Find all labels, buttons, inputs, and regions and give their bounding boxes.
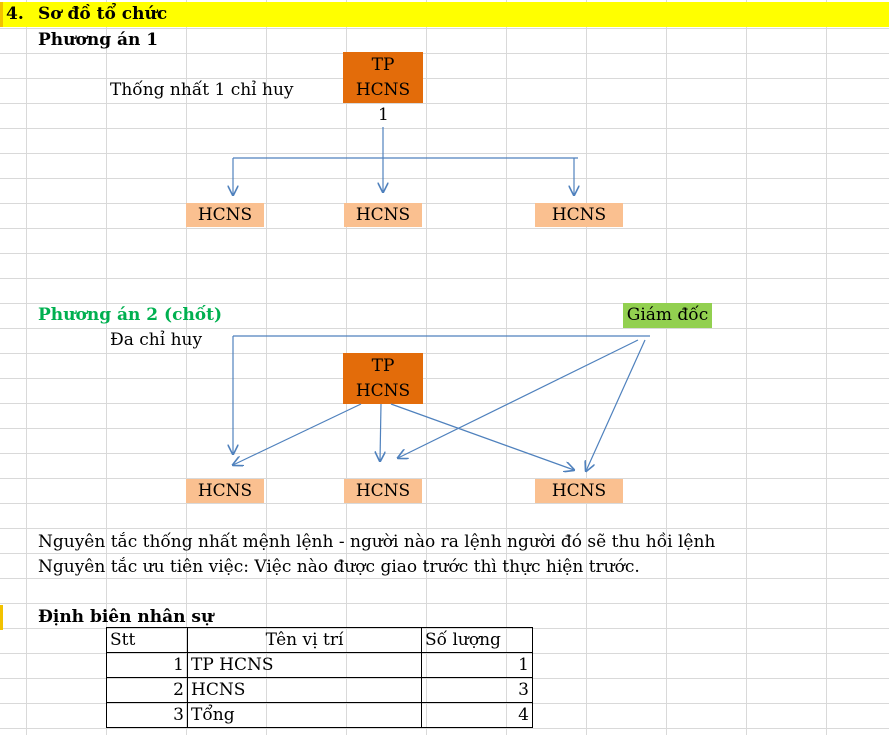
option2-child-box[interactable]: HCNS xyxy=(344,479,422,503)
table-cell: 4 xyxy=(421,702,533,728)
connector-arrow xyxy=(586,339,646,471)
connector-arrow xyxy=(398,339,639,458)
connector-arrow xyxy=(380,403,381,461)
option1-head-box[interactable]: TP HCNS xyxy=(343,52,423,103)
option1-child-box[interactable]: HCNS xyxy=(344,203,422,227)
option2-heading: Phương án 2 (chốt) xyxy=(38,305,223,325)
option1-child-box[interactable]: HCNS xyxy=(186,203,264,227)
connector-arrow xyxy=(390,403,574,470)
option1-heading: Phương án 1 xyxy=(38,30,159,50)
table-cell: TP HCNS xyxy=(187,652,422,678)
head-box-line: HCNS xyxy=(355,380,411,401)
staffing-table: Stt Tên vị trí Số lượng 1 TP HCNS 1 2 HC… xyxy=(106,627,533,728)
head-box-line: TP xyxy=(371,355,395,376)
row-selection-marker xyxy=(0,2,3,27)
table-row: 3 Tổng 4 xyxy=(106,702,533,728)
principle-line: Nguyên tắc thống nhất mệnh lệnh - người … xyxy=(38,532,716,552)
option1-child-box[interactable]: HCNS xyxy=(535,203,623,227)
staffing-heading: Định biên nhân sự xyxy=(38,607,214,627)
option2-head-box[interactable]: TP HCNS xyxy=(343,353,423,404)
section-number: 4. xyxy=(6,4,24,24)
header-cell: Số lượng xyxy=(421,627,533,653)
table-cell: Tổng xyxy=(187,702,422,728)
row-selection-marker xyxy=(0,605,3,630)
table-cell: 2 xyxy=(106,677,188,703)
header-cell: Tên vị trí xyxy=(187,627,422,653)
table-cell: 3 xyxy=(106,702,188,728)
option1-label: Thống nhất 1 chỉ huy xyxy=(110,80,294,100)
header-cell: Stt xyxy=(106,627,188,653)
director-box[interactable]: Giám đốc xyxy=(623,303,712,328)
table-cell: 3 xyxy=(421,677,533,703)
table-cell: 1 xyxy=(421,652,533,678)
head-box-line: TP xyxy=(371,54,395,75)
principle-line: Nguyên tắc ưu tiên việc: Việc nào được g… xyxy=(38,557,640,577)
option2-child-box[interactable]: HCNS xyxy=(186,479,264,503)
section-title-bar[interactable] xyxy=(0,2,889,27)
connector-arrow xyxy=(233,403,362,465)
section-title: Sơ đồ tổ chức xyxy=(38,4,168,24)
option1-head-count: 1 xyxy=(378,105,389,125)
table-cell: HCNS xyxy=(187,677,422,703)
table-row: 1 TP HCNS 1 xyxy=(106,652,533,678)
option2-label: Đa chỉ huy xyxy=(110,330,203,350)
table-row: 2 HCNS 3 xyxy=(106,677,533,703)
table-cell: 1 xyxy=(106,652,188,678)
head-box-line: HCNS xyxy=(355,79,411,100)
table-header-row: Stt Tên vị trí Số lượng xyxy=(106,627,533,653)
option2-child-box[interactable]: HCNS xyxy=(535,479,623,503)
